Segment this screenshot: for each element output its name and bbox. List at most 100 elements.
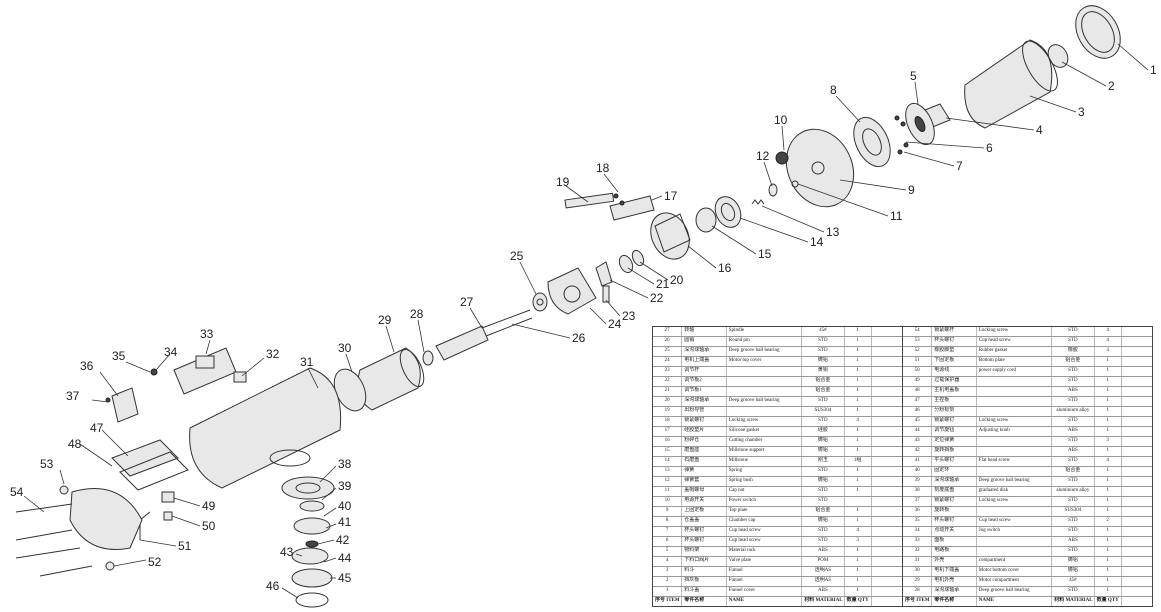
bom-cell-no: 34 (903, 527, 933, 536)
bom-cell-cn: 电机下端盖 (932, 567, 977, 576)
bom-cell-en: Cup head screw (977, 337, 1053, 346)
bom-cell-no: 19 (653, 407, 683, 416)
part-spindle (435, 309, 533, 361)
callout-50: 50 (202, 519, 216, 533)
callout-17: 17 (664, 189, 678, 203)
bom-cell-qty: 4 (845, 527, 872, 536)
bom-cell-blank (1122, 487, 1152, 496)
bom-cell-en: Deep groove ball bearing (977, 587, 1053, 596)
bom-cell-cn: 调节板1 (682, 387, 727, 396)
bom-cell-qty: 1 (1095, 497, 1122, 506)
bom-cell-cn: 锁紧螺钉 (682, 417, 727, 426)
bom-cell-qty: 4 (1095, 347, 1122, 356)
bom-cell-qty: 1 (845, 447, 872, 456)
callout-9: 9 (908, 183, 915, 197)
bom-cell-no: 30 (903, 567, 933, 576)
bom-cell-blank (1122, 557, 1152, 566)
bom-cell-en (727, 377, 803, 386)
bom-cell-qty: 1 (845, 357, 872, 366)
bom-cell-blank (872, 387, 902, 396)
bom-cell-qty: 1 (1095, 367, 1122, 376)
bom-cell-blank (1122, 377, 1152, 386)
part-motor-compartment (357, 347, 425, 411)
bom-cell-no: 35 (903, 517, 933, 526)
bom-cell-blank (872, 437, 902, 446)
callout-11: 11 (890, 209, 903, 223)
bom-cell-en: Cup head screw (727, 537, 803, 546)
bom-cell-mat: STD (1052, 547, 1095, 556)
bom-cell-mat: STD (1052, 397, 1095, 406)
bom-cell-mat: STD (1052, 517, 1095, 526)
bom-cell-en: Jog switch (977, 527, 1053, 536)
bom-cell-en: Funnel (727, 567, 803, 576)
bom-cell-qty: 1 (845, 467, 872, 476)
bom-cell-no: 40 (903, 467, 933, 476)
callout-40: 40 (338, 499, 352, 513)
callout-8: 8 (830, 83, 837, 97)
callout-38: 38 (338, 457, 352, 471)
bom-cell-cn: 调节板2 (682, 377, 727, 386)
callout-41: 41 (338, 515, 352, 529)
callout-2: 2 (1108, 79, 1115, 93)
bom-cell-mat: POM (802, 557, 845, 566)
bom-cell-qty: 4 (1095, 457, 1122, 466)
bom-cell-qty: 数量 QTY (845, 597, 872, 606)
bom-cell-mat: 铸铝 (802, 517, 845, 526)
bom-cell-qty: 1 (1095, 377, 1122, 386)
bom-cell-mat: ABS (1052, 387, 1095, 396)
bom-cell-en (977, 547, 1053, 556)
bom-cell-mat: 刚玉 (802, 457, 845, 466)
bom-cell-en: Locking screw (977, 327, 1053, 336)
bom-cell-cn: 电机外壳 (932, 577, 977, 586)
part-bearing-25 (532, 292, 548, 312)
bom-cell-blank (872, 477, 902, 486)
bom-cell-en (977, 447, 1053, 456)
bom-cell-mat: 铝合金 (802, 507, 845, 516)
bom-cell-blank (1122, 437, 1152, 446)
bom-cell-blank (872, 537, 902, 546)
bom-cell-mat: 铝合金 (802, 387, 845, 396)
callout-16: 16 (718, 261, 732, 275)
part-adjust-plates (618, 249, 645, 274)
bom-cell-blank (1122, 497, 1152, 506)
bom-cell-no: 序号 ITEM (653, 597, 683, 606)
bom-cell-blank (1122, 587, 1152, 596)
bom-cell-en (727, 387, 803, 396)
bom-cell-no: 序号 ITEM (903, 597, 933, 606)
bom-cell-qty: 1 (1095, 587, 1122, 596)
callout-19: 19 (556, 175, 570, 189)
bom-cell-qty: 1 (1095, 487, 1122, 496)
bom-cell-blank (1122, 447, 1152, 456)
bom-cell-blank (1122, 537, 1152, 546)
bom-cell-no: 16 (653, 437, 683, 446)
bom-cell-mat: ABS (1052, 447, 1095, 456)
bom-cell-en (977, 387, 1053, 396)
callout-49: 49 (202, 499, 216, 513)
bom-cell-cn: 物料架 (682, 547, 727, 556)
bom-cell-en: Funnel cover (727, 587, 803, 596)
bom-cell-blank (872, 527, 902, 536)
bom-cell-no: 1 (653, 587, 683, 596)
bom-cell-no: 11 (653, 487, 683, 496)
callout-34: 34 (164, 345, 178, 359)
bom-cell-mat: 材料 MATERIAL (802, 597, 845, 606)
bom-cell-no: 6 (653, 537, 683, 546)
bom-cell-qty: 4 (1095, 327, 1122, 336)
part-millstone (714, 196, 742, 228)
bom-cell-cn: 过载保护器 (932, 377, 977, 386)
bom-cell-mat: STD (1052, 417, 1095, 426)
